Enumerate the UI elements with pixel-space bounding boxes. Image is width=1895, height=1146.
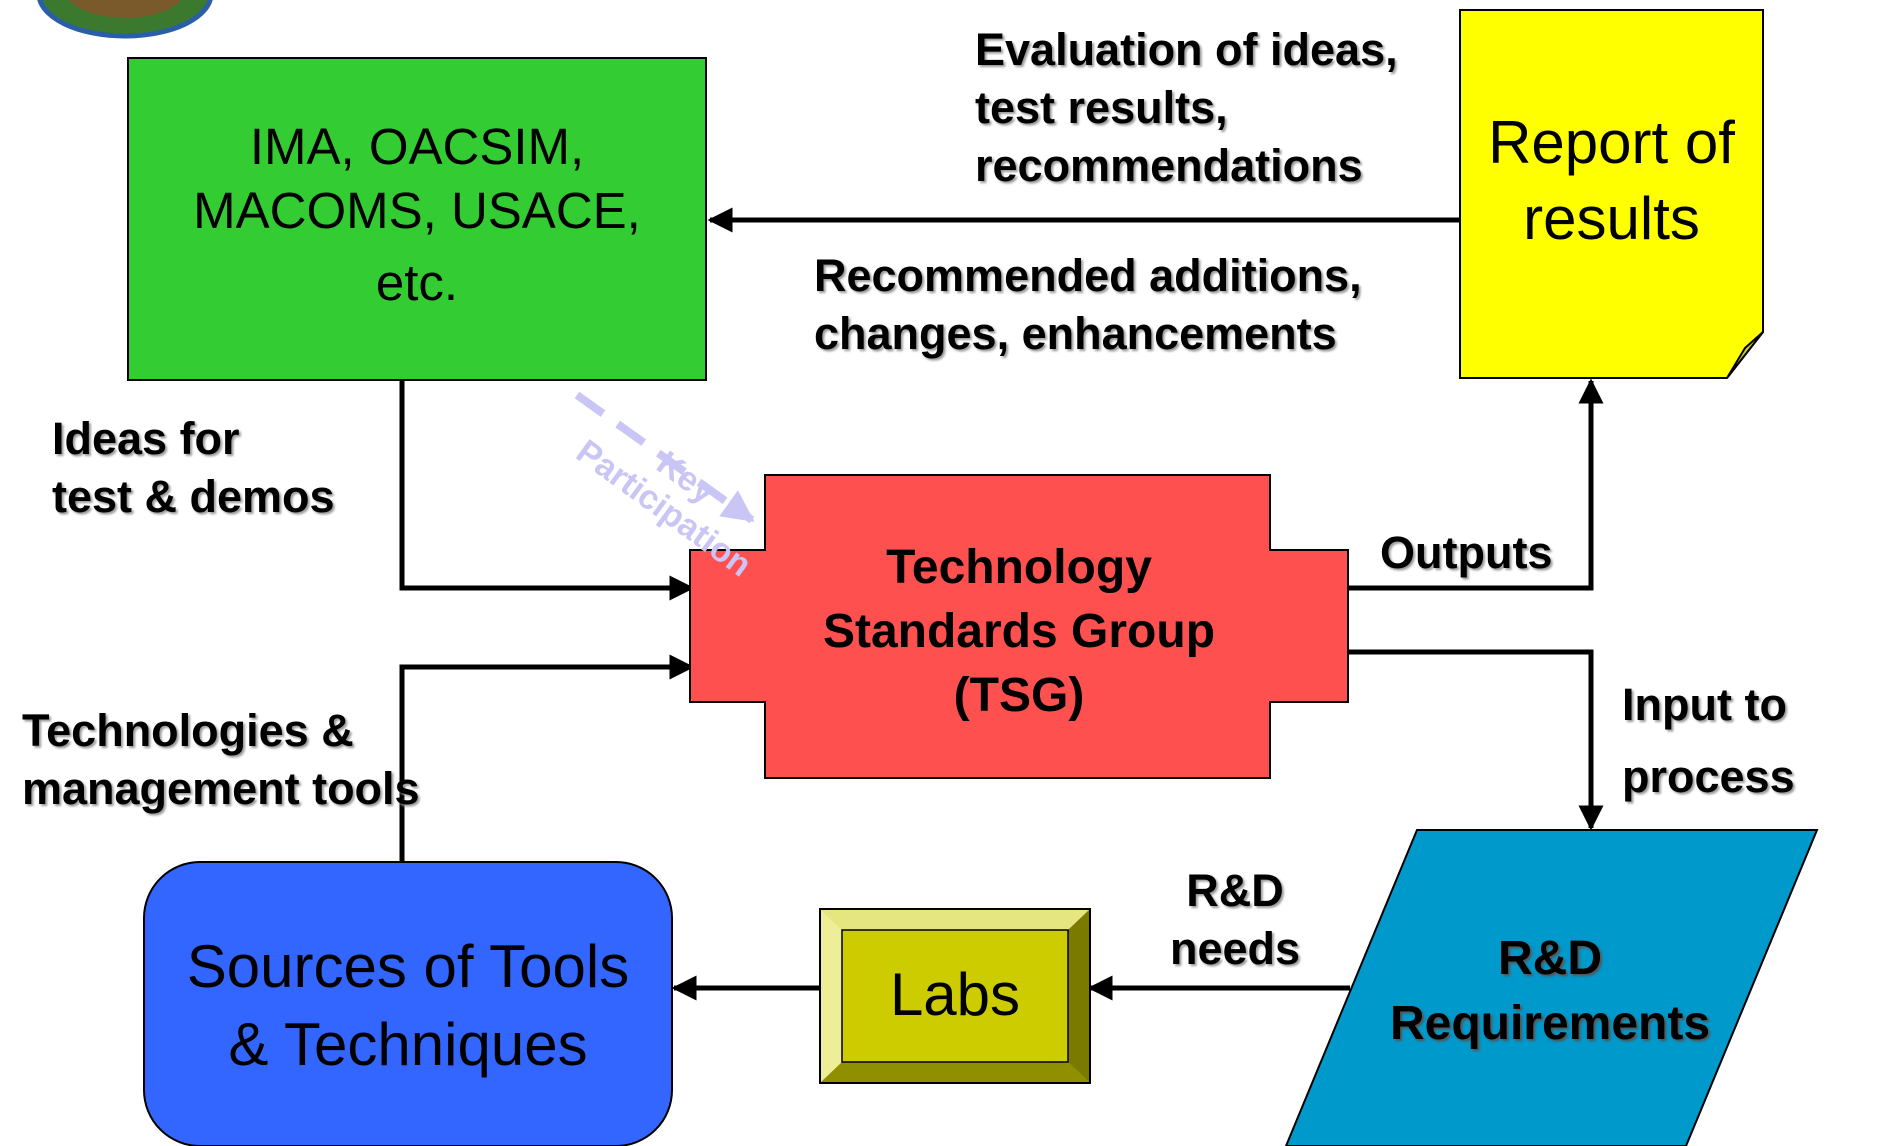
arrow-input-to-requirements bbox=[1349, 649, 1604, 831]
ideas-label: Ideas for test & demos bbox=[52, 410, 335, 526]
report-text: Report of results bbox=[1460, 105, 1763, 257]
rd-needs-line-2: needs bbox=[1170, 923, 1301, 974]
evaluation-line-3: recommendations bbox=[975, 140, 1363, 191]
report-line-2: results bbox=[1523, 185, 1700, 252]
requirements-line-2: Requirements bbox=[1389, 997, 1711, 1050]
sources-box bbox=[143, 861, 673, 1146]
rd-needs-line-1: R&D bbox=[1186, 865, 1284, 916]
labs-label: Labs bbox=[889, 961, 1021, 1028]
report-fold bbox=[1726, 331, 1764, 379]
stakeholders-line-2: MACOMS, USACE, bbox=[193, 182, 641, 239]
tsg-text: Technology Standards Group (TSG) bbox=[690, 536, 1348, 728]
evaluation-line-2: test results, bbox=[975, 82, 1228, 133]
arrow-ideas-to-tsg bbox=[399, 381, 695, 601]
sources-line-1: Sources of Tools bbox=[186, 933, 630, 1000]
requirements-box bbox=[1284, 829, 1819, 1146]
logo bbox=[37, 0, 213, 39]
tsg-line-3: (TSG) bbox=[953, 669, 1085, 722]
ideas-line-1: Ideas for bbox=[52, 413, 240, 464]
sources-text: Sources of Tools & Techniques bbox=[144, 928, 672, 1084]
technologies-line-1: Technologies & bbox=[22, 705, 354, 756]
rd-needs-label: R&D needs bbox=[1170, 862, 1300, 978]
evaluation-label: Evaluation of ideas, test results, recom… bbox=[975, 21, 1398, 195]
recommended-line-2: changes, enhancements bbox=[814, 308, 1337, 359]
stakeholders-line-3: etc. bbox=[375, 254, 459, 311]
report-line-1: Report of bbox=[1488, 109, 1735, 176]
labs-text: Labs bbox=[842, 960, 1068, 1030]
stakeholders-text: IMA, OACSIM, MACOMS, USACE, etc. bbox=[128, 115, 706, 323]
stakeholders-box bbox=[127, 57, 707, 381]
key-participation-arrow bbox=[574, 391, 755, 524]
tsg-line-2: Standards Group bbox=[822, 605, 1216, 658]
requirements-text: R&D Requirements bbox=[1350, 926, 1750, 1056]
technologies-label: Technologies & management tools bbox=[22, 702, 420, 818]
recommended-line-1: Recommended additions, bbox=[814, 250, 1362, 301]
recommended-label: Recommended additions, changes, enhancem… bbox=[814, 247, 1362, 363]
arrow-tools-to-tsg bbox=[399, 654, 695, 862]
outputs-label: Outputs bbox=[1380, 524, 1552, 582]
tsg-box bbox=[689, 474, 1349, 779]
evaluation-line-1: Evaluation of ideas, bbox=[975, 24, 1398, 75]
arrow-outputs-to-report bbox=[1349, 378, 1604, 591]
input-process-line-1: Input to bbox=[1622, 679, 1787, 730]
requirements-line-1: R&D bbox=[1498, 932, 1602, 985]
labs-box bbox=[819, 908, 1091, 1084]
outputs-line: Outputs bbox=[1380, 527, 1553, 578]
ideas-line-2: test & demos bbox=[52, 471, 335, 522]
stakeholders-line-1: IMA, OACSIM, bbox=[249, 118, 585, 175]
technologies-line-2: management tools bbox=[22, 763, 420, 814]
sources-line-2: & Techniques bbox=[228, 1011, 588, 1078]
input-process-line-2: process bbox=[1622, 751, 1795, 802]
tsg-line-1: Technology bbox=[886, 541, 1152, 594]
input-process-label: Input to process bbox=[1622, 669, 1795, 813]
